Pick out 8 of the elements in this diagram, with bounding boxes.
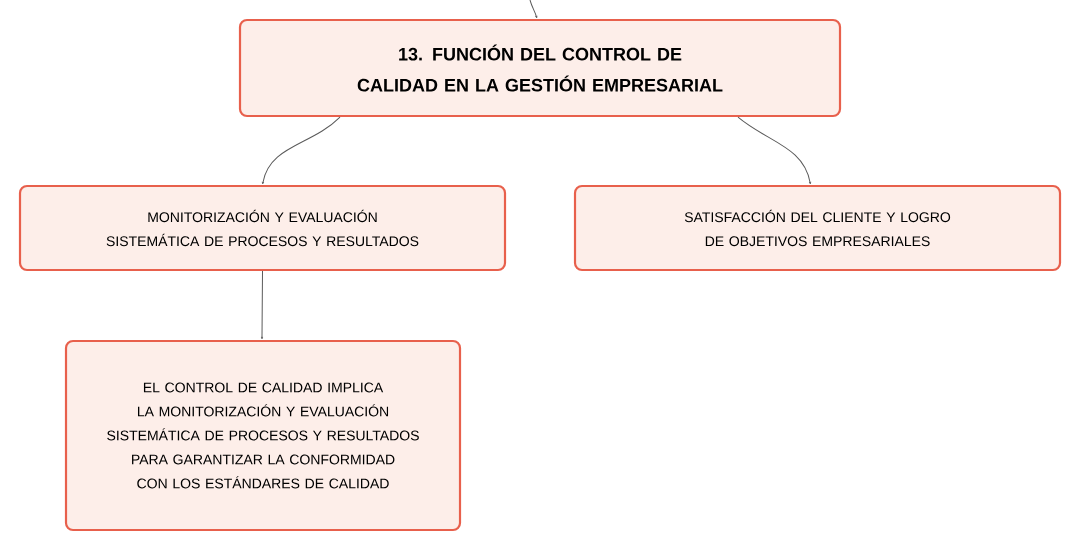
connector — [261, 116, 341, 185]
title-box: 13. FUNCIÓN DEL CONTROL DE CALIDAD EN LA GESTIÓN EMPRESARIAL — [238, 18, 842, 118]
connector — [529, 0, 538, 19]
topic-box: EL CONTROL DE CALIDAD IMPLICA LA MONITORIZACIÓN Y EVALUACIÓN SISTEMÁTICA DE PROCESOS Y RESULTADOS PARA GARANTIZAR LA CONFORMIDAD CON LOS ESTÁNDARES DE CALIDAD — [64, 339, 462, 532]
connector — [260, 270, 264, 340]
topic-box: MONITORIZACIÓN Y EVALUACIÓN SISTEMÁTICA DE PROCESOS Y RESULTADOS — [18, 184, 507, 272]
topic-box: SATISFACCIÓN DEL CLIENTE Y LOGRO DE OBJETIVOS EMPRESARIALES — [573, 184, 1062, 272]
connector — [737, 116, 812, 185]
